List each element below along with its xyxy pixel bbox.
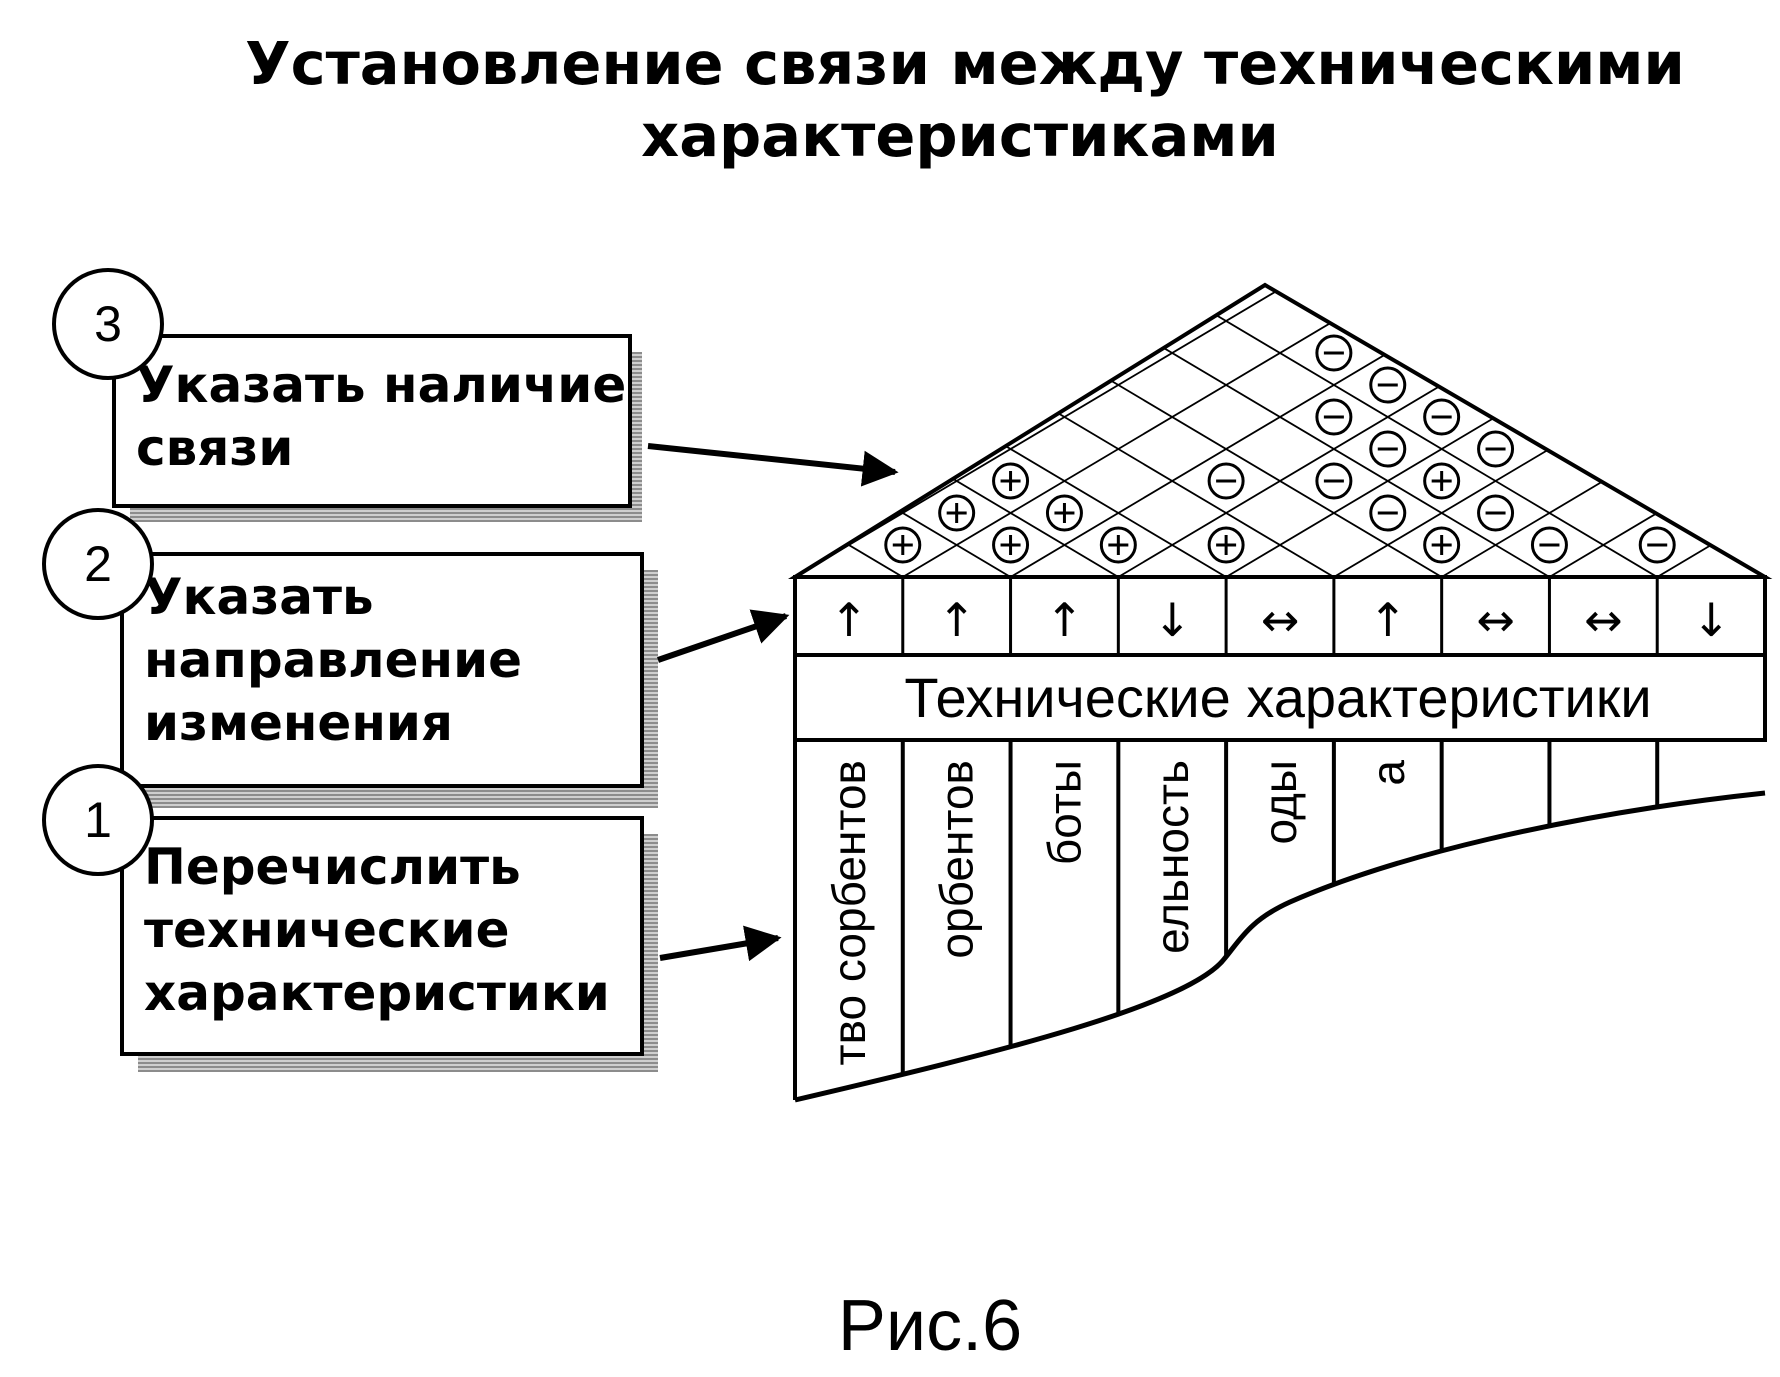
- direction-arrow-9: ↓: [1692, 593, 1731, 647]
- step-1-line-1: Перечислить: [144, 838, 521, 896]
- direction-arrow-3: ↑: [1045, 593, 1084, 647]
- step-2-line-2: направление: [144, 631, 523, 689]
- correlation-sign-plus: [1423, 462, 1461, 500]
- step-2-box: Указать направление изменения: [120, 552, 644, 788]
- page-title: Установление связи между техническими ха…: [0, 28, 1780, 172]
- correlation-sign-minus: [1207, 462, 1245, 500]
- correlation-sign-plus: [992, 526, 1030, 564]
- title-line-2: характеристиками: [641, 101, 1279, 170]
- correlation-sign-minus: [1638, 526, 1676, 564]
- correlation-sign-minus: [1315, 334, 1353, 372]
- step-3-line-2: связи: [136, 419, 294, 477]
- correlation-sign-plus: [1045, 494, 1083, 532]
- direction-arrow-4: ↓: [1153, 593, 1192, 647]
- columns-cut-edge: [794, 790, 1766, 1103]
- direction-arrow-8: ↔: [1584, 593, 1623, 647]
- correlation-sign-minus: [1530, 526, 1568, 564]
- characteristic-label-4: ельность: [1146, 760, 1198, 954]
- correlation-signs: [884, 334, 1676, 564]
- direction-arrow-1: ↑: [830, 593, 869, 647]
- arrow-to-directions: [657, 609, 790, 663]
- characteristic-label-1: тво сорбентов: [823, 760, 875, 1065]
- correlation-roof-outline: [787, 282, 1773, 579]
- characteristic-label-6: а: [1362, 760, 1414, 786]
- arrow-to-characteristics: [659, 925, 782, 962]
- correlation-sign-plus: [1099, 526, 1137, 564]
- title-line-1: Установление связи между техническими: [245, 29, 1685, 98]
- correlation-sign-minus: [1315, 462, 1353, 500]
- step-2-line-1: Указать: [144, 568, 374, 626]
- correlation-sign-plus: [884, 526, 922, 564]
- correlation-sign-minus: [1315, 398, 1353, 436]
- correlation-sign-minus: [1423, 398, 1461, 436]
- figure-caption: Рис.6: [837, 1286, 1023, 1366]
- step-2-number-circle: 2: [42, 508, 154, 620]
- characteristic-label-5: оды: [1254, 760, 1306, 844]
- step-1-text: Перечислить технические характеристики: [144, 836, 610, 1025]
- characteristic-label-3: боты: [1038, 760, 1090, 865]
- correlation-sign-plus: [1423, 526, 1461, 564]
- step-3-number-circle: 3: [52, 268, 164, 380]
- correlation-sign-minus: [1369, 430, 1407, 468]
- correlation-sign-minus: [1477, 430, 1515, 468]
- step-3-line-1: Указать наличие: [136, 356, 627, 414]
- arrow-to-roof: [647, 443, 899, 487]
- correlation-sign-minus: [1369, 494, 1407, 532]
- correlation-sign-minus: [1477, 494, 1515, 532]
- step-1-line-2: технические: [144, 901, 510, 959]
- correlation-sign-plus: [992, 462, 1030, 500]
- direction-arrow-2: ↑: [937, 593, 976, 647]
- step-3-text: Указать наличие связи: [136, 354, 626, 480]
- characteristic-label-2: орбентов: [931, 760, 983, 959]
- correlation-sign-plus: [938, 494, 976, 532]
- correlation-roof-grid: [795, 285, 1765, 577]
- direction-arrow-5: ↔: [1261, 593, 1300, 647]
- step-1-number-circle: 1: [42, 764, 154, 876]
- step-2-line-3: изменения: [144, 694, 454, 752]
- direction-arrow-6: ↑: [1369, 593, 1408, 647]
- characteristics-header-label: Технические характеристики: [904, 666, 1651, 729]
- step-1-box: Перечислить технические характеристики: [120, 816, 644, 1056]
- step-3-box: Указать наличие связи: [112, 334, 632, 508]
- characteristics-header: [793, 653, 1767, 742]
- correlation-sign-minus: [1369, 366, 1407, 404]
- direction-arrow-7: ↔: [1476, 593, 1515, 647]
- correlation-sign-plus: [1207, 526, 1245, 564]
- step-1-line-3: характеристики: [144, 964, 610, 1022]
- step-2-text: Указать направление изменения: [144, 566, 522, 755]
